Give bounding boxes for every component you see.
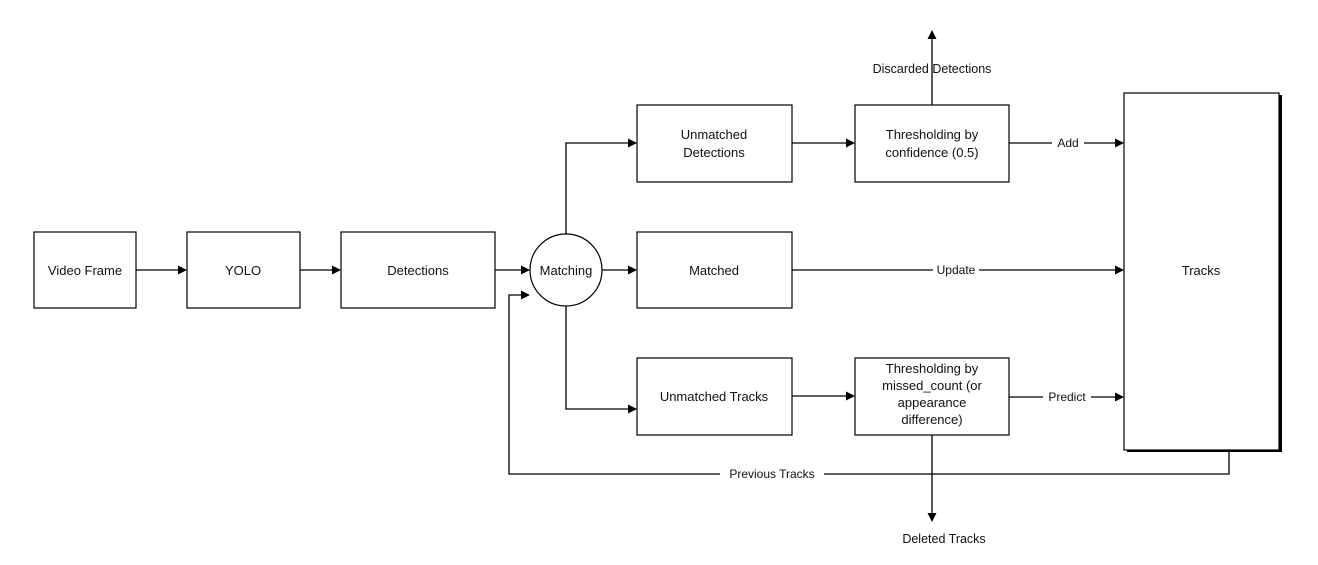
- node-detections-label: Detections: [387, 263, 449, 278]
- arrowhead: [521, 290, 530, 300]
- arrowhead: [846, 138, 855, 148]
- arrowhead: [927, 30, 937, 39]
- node-unmatched-detections-line2: Detections: [683, 145, 745, 160]
- node-unmatched-detections-line1: Unmatched: [681, 127, 747, 142]
- arrowhead: [628, 138, 637, 148]
- edge-matching-to-matched: [602, 265, 637, 275]
- edge-matching-to-unmatched-detections: [565, 138, 637, 234]
- node-detections: Detections: [340, 231, 496, 309]
- arrowhead: [628, 265, 637, 275]
- arrowhead: [927, 513, 937, 522]
- node-unmatched-tracks: Unmatched Tracks: [636, 357, 793, 436]
- edge-previous-tracks: Previous Tracks: [508, 290, 1230, 481]
- node-unmatched-tracks-label: Unmatched Tracks: [660, 389, 769, 404]
- edge-deleted-tracks: [927, 435, 937, 522]
- arrowhead: [521, 265, 530, 275]
- edge-unmatched-detections-to-threshold: [792, 138, 855, 148]
- edge-matching-to-unmatched-tracks: [565, 306, 637, 414]
- edge-label-add: Add: [1057, 136, 1078, 150]
- arrowhead: [178, 265, 187, 275]
- node-video-frame-label: Video Frame: [48, 263, 122, 278]
- node-tracks-label: Tracks: [1182, 263, 1221, 278]
- node-matching-label: Matching: [540, 263, 593, 278]
- edge-label-previous-tracks: Previous Tracks: [729, 467, 814, 481]
- edge-label-update: Update: [937, 263, 976, 277]
- node-unmatched-detections: Unmatched Detections: [636, 104, 793, 183]
- edge-label-predict: Predict: [1048, 390, 1086, 404]
- arrowhead: [628, 404, 637, 414]
- edge-discarded-detections: [927, 30, 937, 105]
- edge-update: Update: [792, 263, 1124, 277]
- output-label-deleted-tracks: Deleted Tracks: [902, 532, 985, 546]
- edge-detections-to-matching: [495, 265, 530, 275]
- node-threshold-missed-count: Thresholding by missed_count (or appeara…: [854, 357, 1010, 436]
- node-threshold-missed-line1: Thresholding by: [886, 361, 979, 376]
- arrowhead: [846, 391, 855, 401]
- node-matching: Matching: [529, 233, 603, 307]
- edge-add: Add: [1009, 136, 1124, 150]
- node-matched-label: Matched: [689, 263, 739, 278]
- node-matched: Matched: [636, 231, 793, 309]
- arrowhead: [1115, 138, 1124, 148]
- arrowhead: [332, 265, 341, 275]
- node-threshold-confidence: Thresholding by confidence (0.5): [854, 104, 1010, 183]
- node-yolo-label: YOLO: [225, 263, 261, 278]
- node-tracks: Tracks: [1123, 92, 1282, 452]
- node-threshold-confidence-line1: Thresholding by: [886, 127, 979, 142]
- edge-unmatched-tracks-to-threshold: [792, 391, 855, 401]
- node-threshold-missed-line2: missed_count (or: [882, 378, 982, 393]
- node-threshold-missed-line4: difference): [901, 412, 962, 427]
- edge-video-frame-to-yolo: [136, 265, 187, 275]
- arrowhead: [1115, 265, 1124, 275]
- edge-yolo-to-detections: [300, 265, 341, 275]
- node-threshold-missed-line3: appearance: [898, 395, 967, 410]
- edge-predict: Predict: [1009, 390, 1124, 404]
- output-label-discarded-detections: Discarded Detections: [873, 62, 992, 76]
- node-threshold-confidence-line2: confidence (0.5): [885, 145, 978, 160]
- arrowhead: [1115, 392, 1124, 402]
- node-yolo: YOLO: [186, 231, 301, 309]
- node-video-frame: Video Frame: [33, 231, 137, 309]
